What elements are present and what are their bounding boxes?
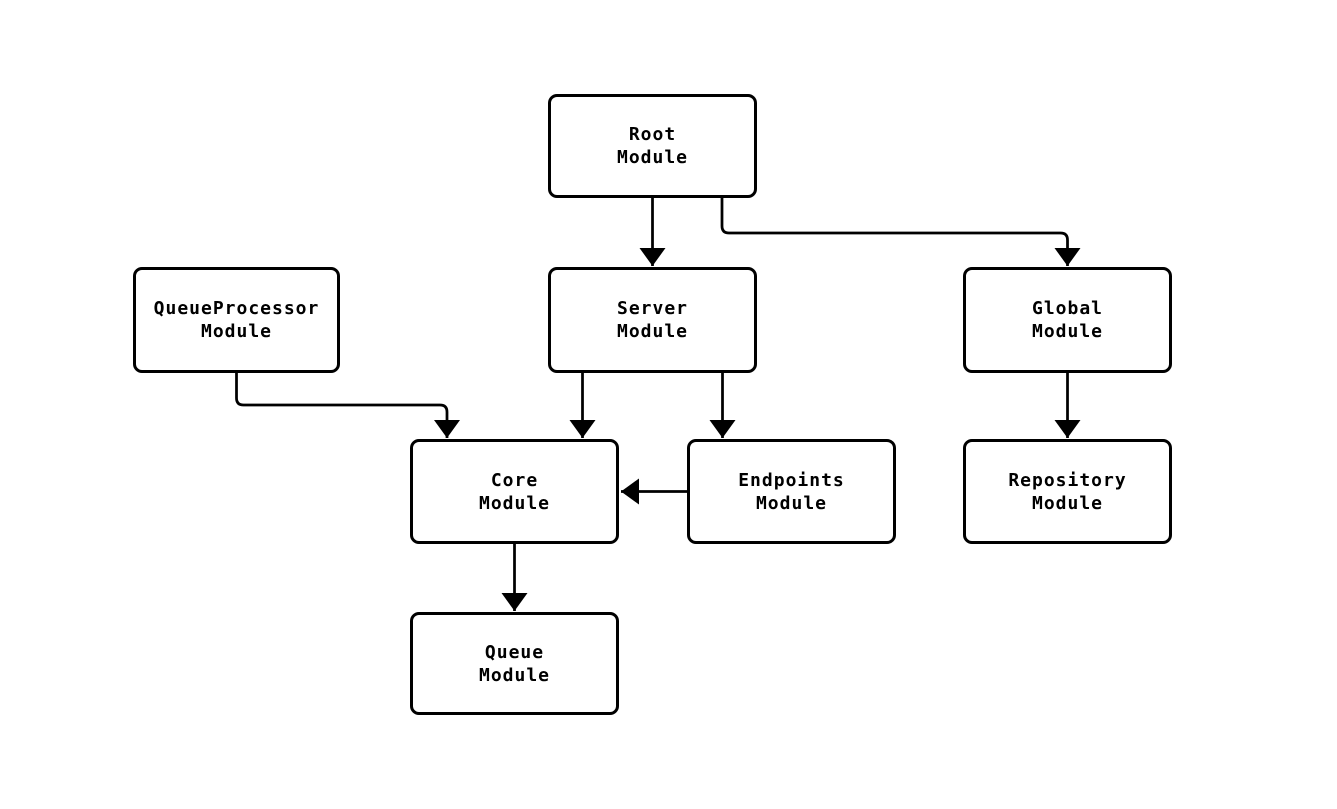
node-queueprocessor-module: QueueProcessor Module — [133, 267, 340, 373]
node-endpoints-module: Endpoints Module — [687, 439, 896, 544]
node-root-module: Root Module — [548, 94, 757, 198]
node-core-module: Core Module — [410, 439, 619, 544]
node-repository-module: Repository Module — [963, 439, 1172, 544]
edge-queueprocessor-to-core — [235, 373, 460, 438]
node-queue-module: Queue Module — [410, 612, 619, 715]
node-global-module: Global Module — [963, 267, 1172, 373]
node-server-module: Server Module — [548, 267, 757, 373]
edge-root-to-global — [720, 198, 1081, 266]
